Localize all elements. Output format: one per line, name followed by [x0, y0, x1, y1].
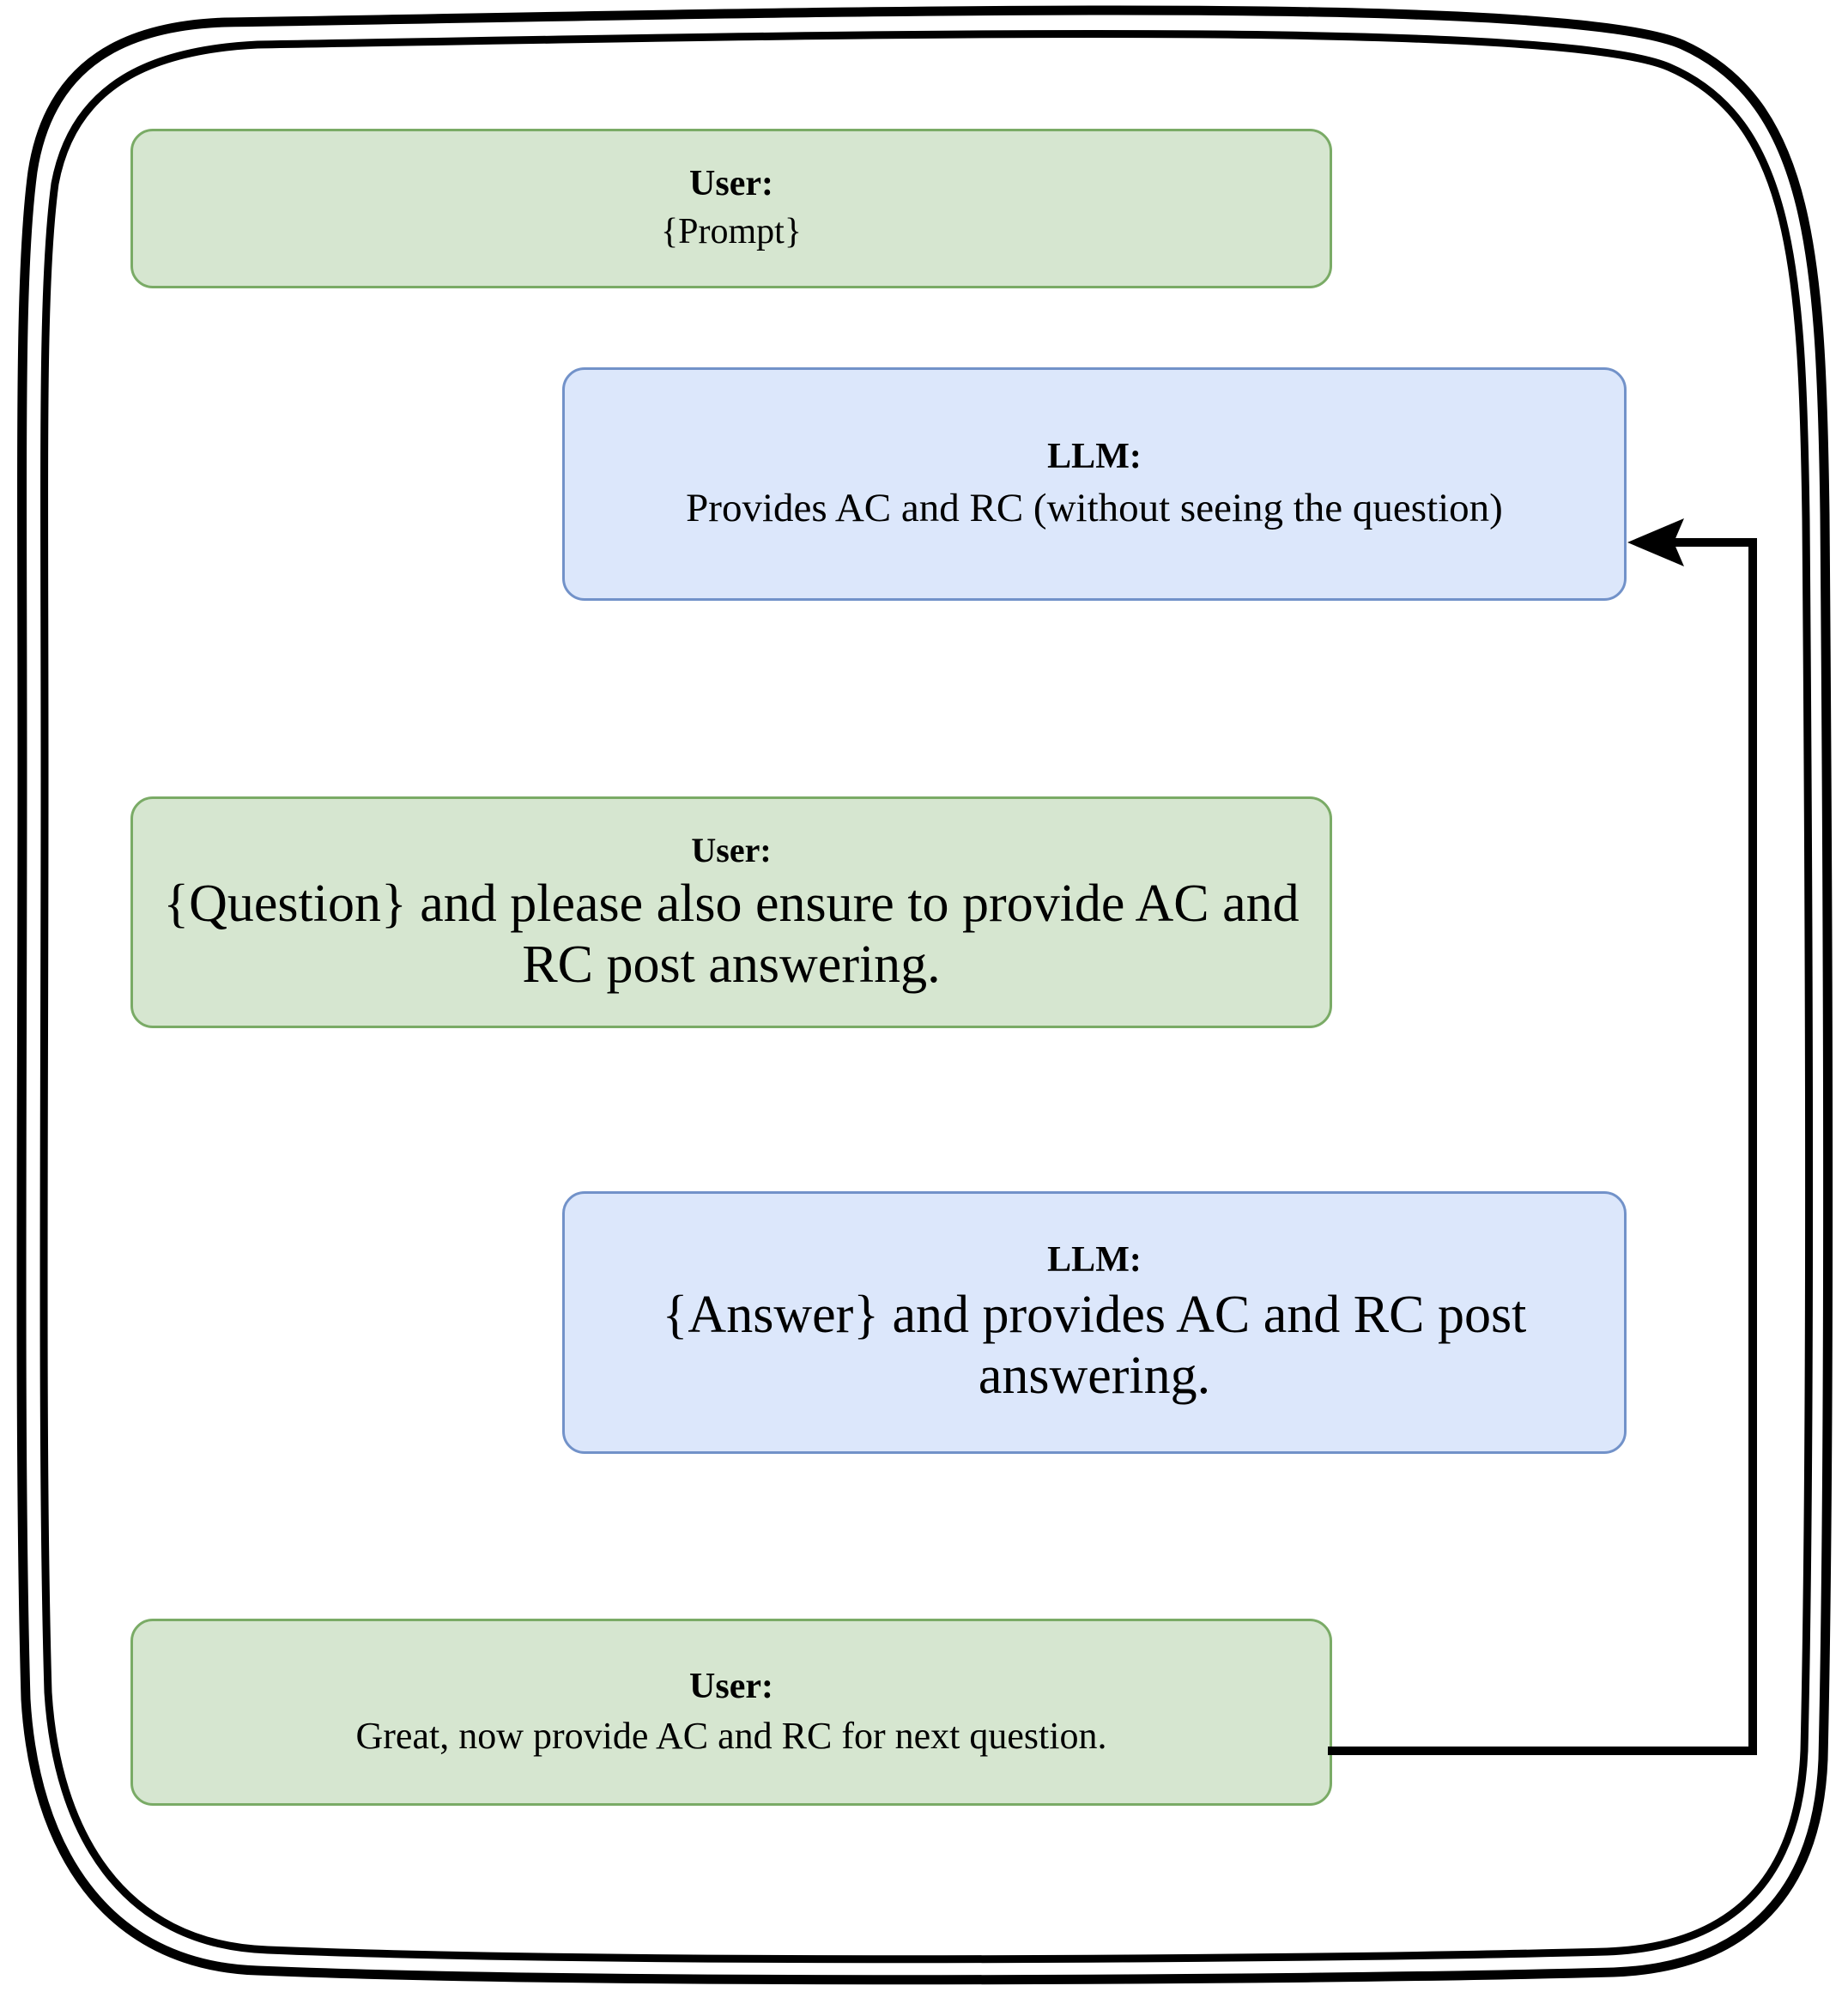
- message-box-user-next: User: Great, now provide AC and RC for n…: [130, 1619, 1332, 1806]
- message-text: {Answer} and provides AC and RC post ans…: [662, 1286, 1527, 1405]
- message-text: {Prompt}: [660, 212, 802, 251]
- message-box-llm-acrc: LLM: Provides AC and RC (without seeing …: [562, 367, 1627, 601]
- speaker-label: LLM:: [1047, 1239, 1142, 1280]
- message-text: Provides AC and RC (without seeing the q…: [686, 486, 1503, 531]
- speaker-label: User:: [689, 1667, 773, 1707]
- message-box-llm-answer: LLM: {Answer} and provides AC and RC pos…: [562, 1191, 1627, 1454]
- speaker-label: User:: [691, 830, 772, 869]
- message-box-user-question: User: {Question} and please also ensure …: [130, 796, 1332, 1028]
- message-box-user-prompt: User: {Prompt}: [130, 129, 1332, 288]
- message-text: {Question} and please also ensure to pro…: [163, 874, 1300, 994]
- speaker-label: LLM:: [1047, 436, 1142, 476]
- message-text: Great, now provide AC and RC for next qu…: [355, 1714, 1107, 1757]
- speaker-label: User:: [689, 164, 773, 204]
- arrowhead-icon: [1627, 518, 1684, 566]
